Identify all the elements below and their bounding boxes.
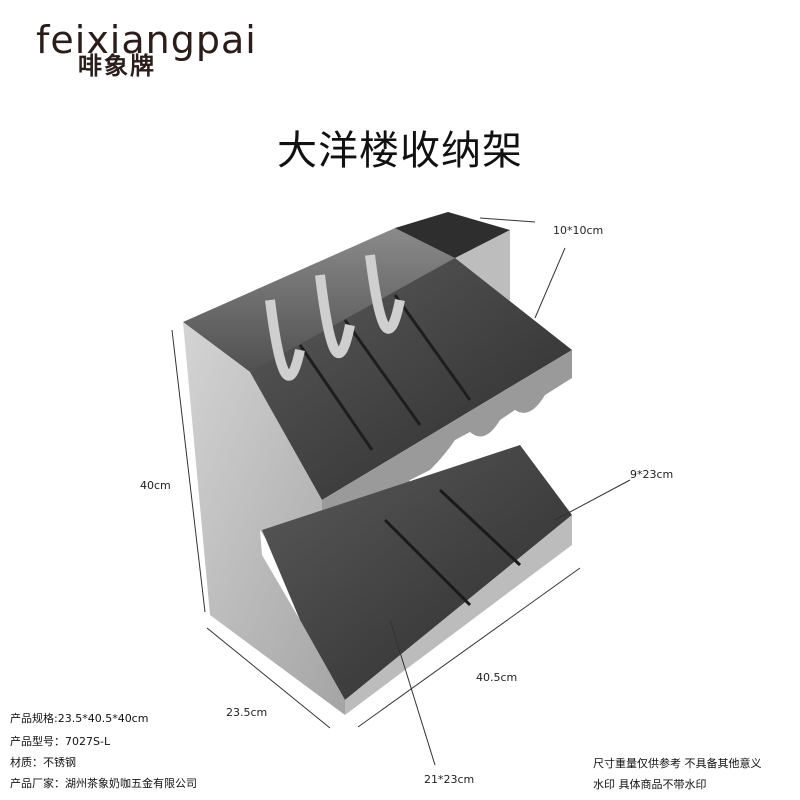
note-watermark: 水印 具体商品不带水印 xyxy=(593,778,707,791)
dim-line-upper-slot xyxy=(554,479,631,521)
back-cutout-2 xyxy=(315,274,355,359)
dim-line-cup-leader xyxy=(534,247,566,319)
left-side-panel xyxy=(183,322,345,715)
upper-divider-2 xyxy=(343,319,422,426)
lower-shelf xyxy=(262,445,572,700)
brand-name-cn: 啡象牌 xyxy=(78,52,156,80)
upper-shelf xyxy=(250,258,572,500)
dim-line-depth xyxy=(206,627,331,729)
dim-width: 40.5cm xyxy=(476,671,518,684)
dim-cup-holder: 10*10cm xyxy=(553,224,604,237)
dim-height: 40cm xyxy=(140,479,171,492)
back-panel xyxy=(183,228,510,388)
spec-manufacturer: 产品厂家：湖州茶象奶咖五金有限公司 xyxy=(10,777,197,790)
product-title: 大洋楼收纳架 xyxy=(277,128,523,174)
lower-shelf-lip xyxy=(345,515,572,715)
dim-line-height xyxy=(171,329,206,613)
upper-divider-3 xyxy=(393,294,472,401)
upper-shelf-lip xyxy=(322,350,572,560)
brand-name-en: feixiangpai xyxy=(36,18,257,62)
brand-logo: feixiangpai xyxy=(36,18,257,62)
upper-divider-1 xyxy=(298,344,374,451)
dim-line-lower-slot xyxy=(389,619,436,766)
dim-line-width xyxy=(357,567,581,728)
lower-divider-2 xyxy=(438,488,522,567)
dim-depth: 23.5cm xyxy=(226,706,268,719)
spec-material: 材质：不锈钢 xyxy=(10,756,76,769)
back-cutout-3 xyxy=(365,254,405,334)
spec-model: 产品型号：7027S-L xyxy=(10,735,111,748)
dim-line-cup xyxy=(479,217,536,223)
note-disclaimer: 尺寸重量仅供参考 不具备其他意义 xyxy=(593,757,762,770)
back-cutout-1 xyxy=(265,299,305,381)
cup-holder-top xyxy=(395,212,510,258)
lower-divider-1 xyxy=(383,518,472,607)
dim-lower-slot: 21*23cm xyxy=(424,773,475,786)
dim-upper-slot: 9*23cm xyxy=(630,468,674,481)
spec-size: 产品规格:23.5*40.5*40cm xyxy=(10,712,149,725)
